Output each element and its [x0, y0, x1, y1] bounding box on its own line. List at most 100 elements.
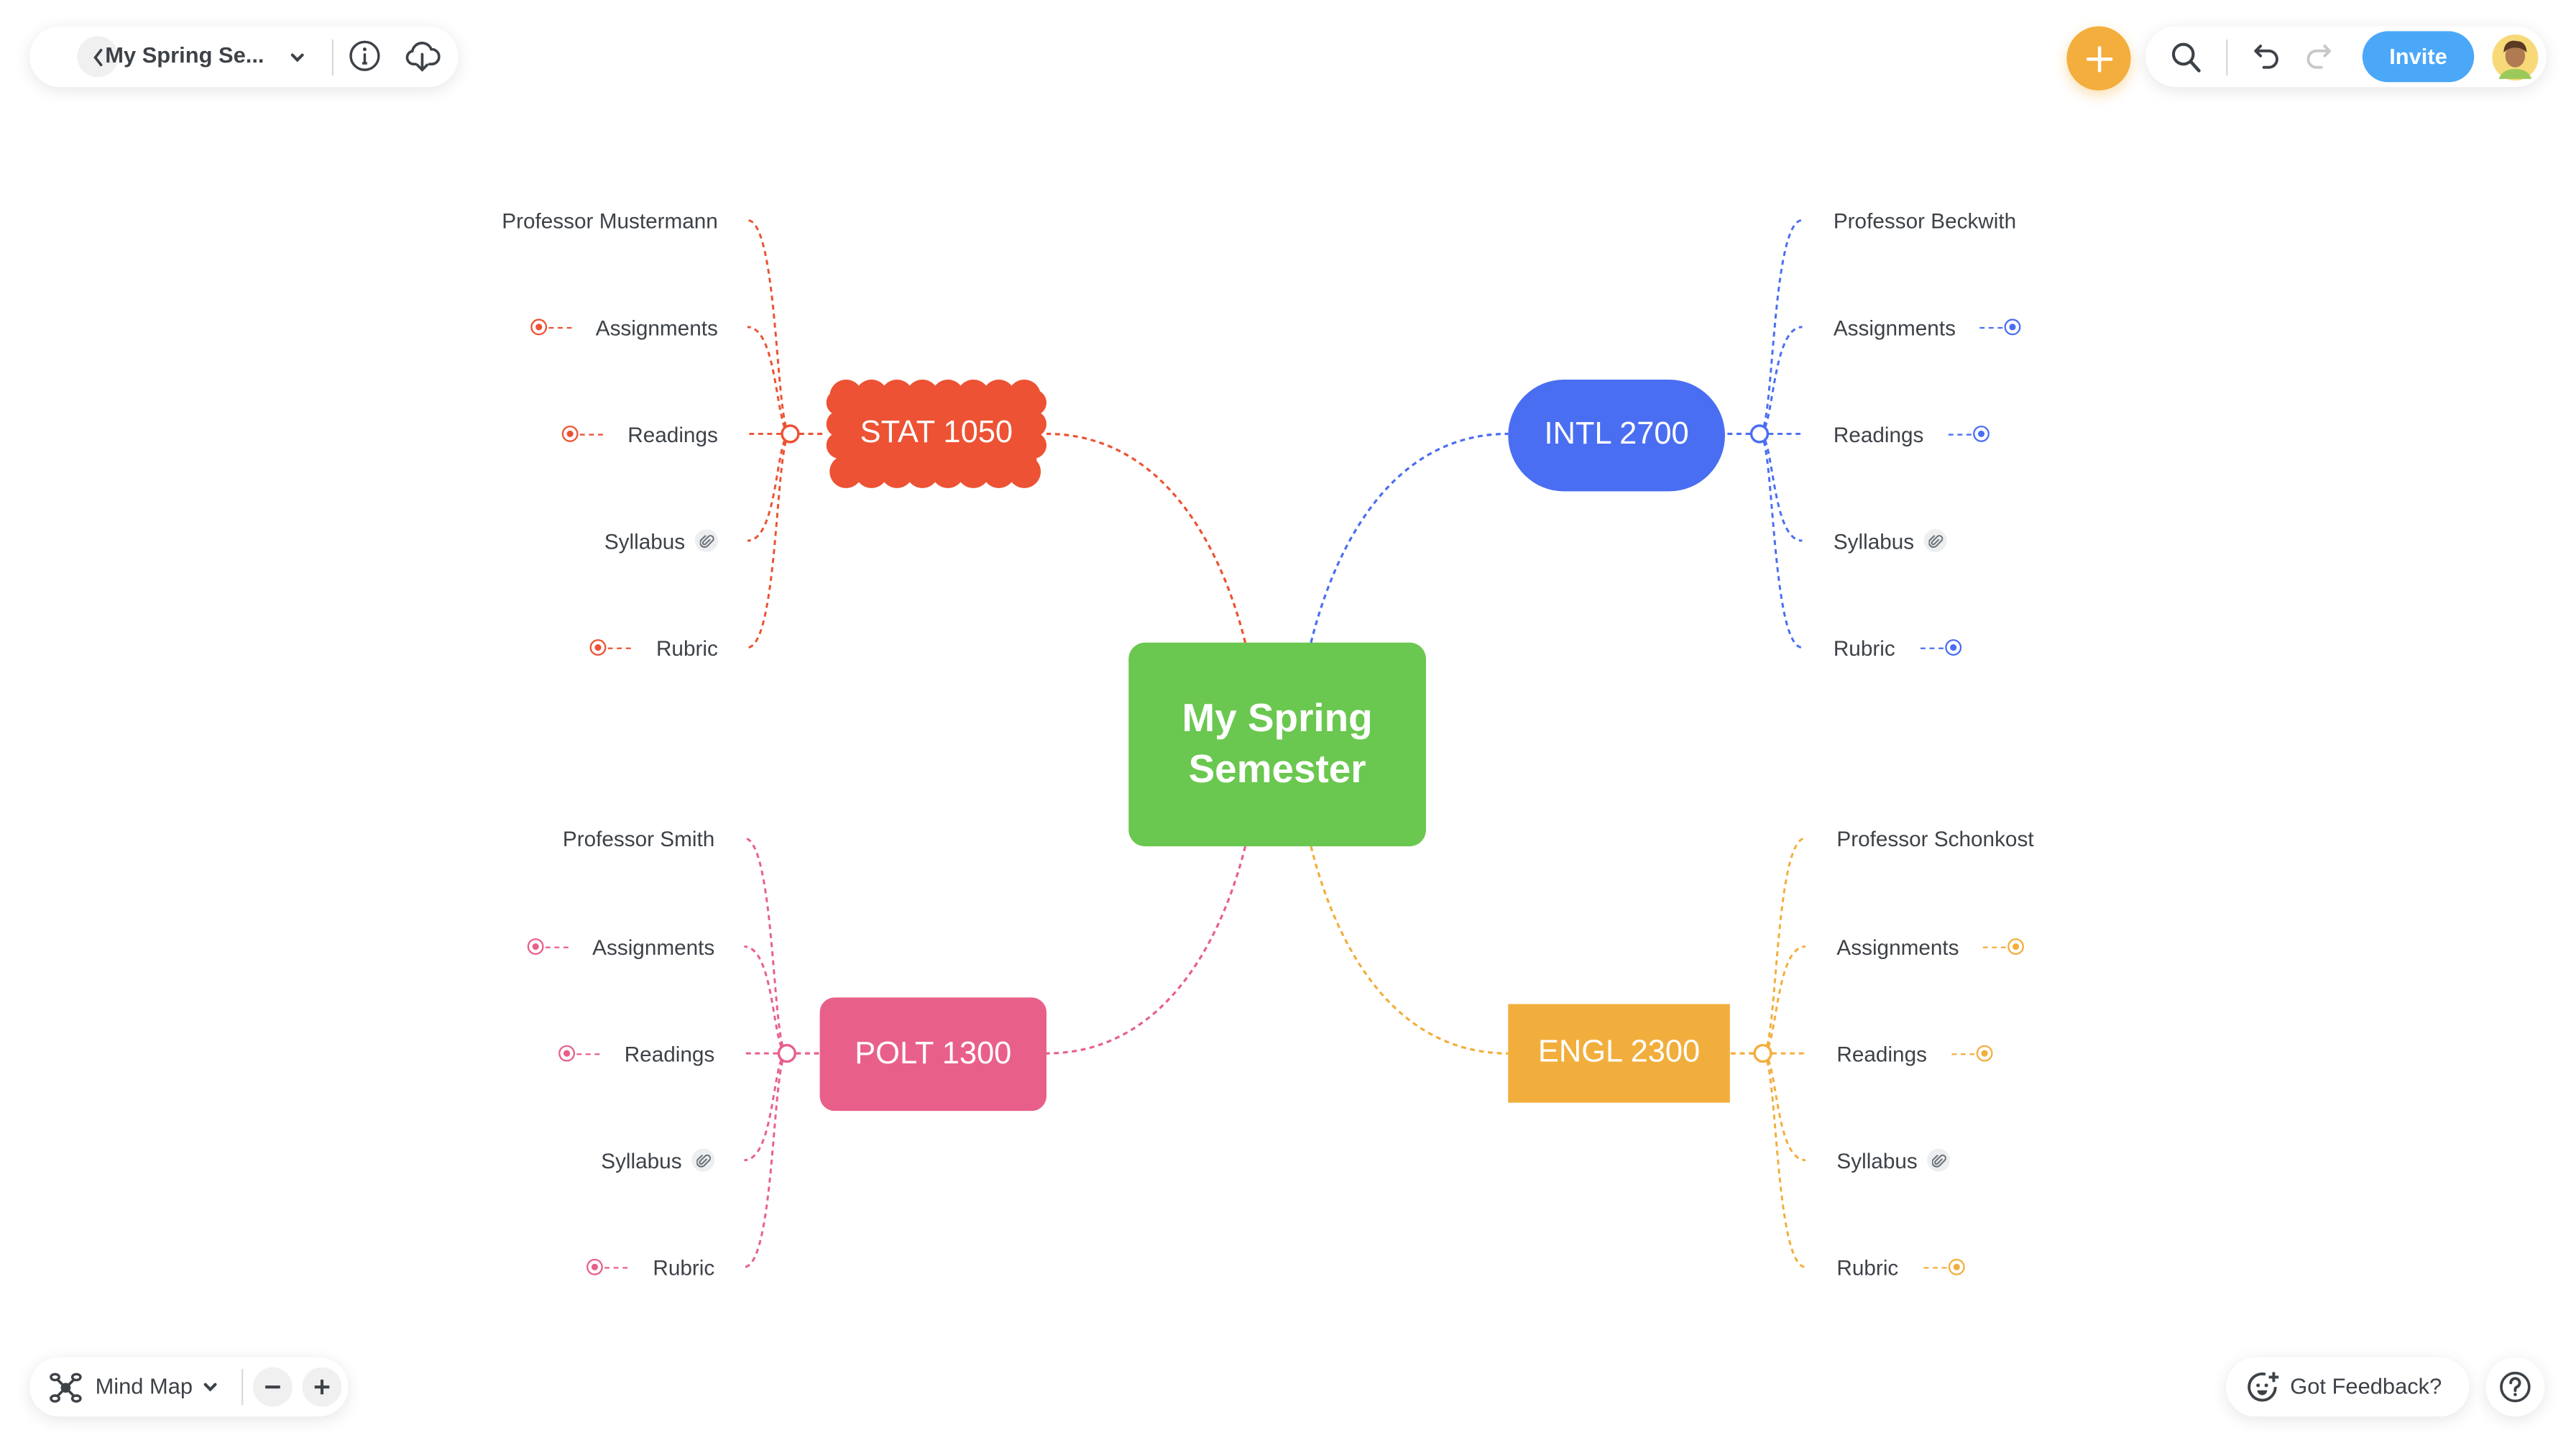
- help-button[interactable]: [2485, 1357, 2545, 1417]
- child-connector: [747, 219, 791, 435]
- target-icon[interactable]: [586, 1258, 630, 1275]
- child-node[interactable]: Assignments: [1834, 312, 2022, 342]
- child-node[interactable]: Assignments: [526, 932, 715, 961]
- child-node[interactable]: Professor Beckwith: [1834, 206, 2016, 235]
- child-connector: [744, 1052, 788, 1268]
- child-connector: [747, 326, 791, 435]
- child-label[interactable]: Readings: [1833, 421, 1924, 446]
- collapse-handle[interactable]: [777, 1043, 796, 1063]
- child-label[interactable]: Readings: [627, 421, 718, 446]
- branch-node[interactable]: [1508, 1004, 1730, 1103]
- branch-connector: [1046, 846, 1247, 1055]
- child-label[interactable]: Rubric: [656, 635, 718, 660]
- invite-button[interactable]: Invite: [2362, 31, 2475, 83]
- child-label[interactable]: Assignments: [1833, 314, 1956, 339]
- root-node-title[interactable]: My Spring Semester: [1182, 697, 1373, 792]
- chevron-down-icon[interactable]: [289, 50, 305, 66]
- child-label[interactable]: Readings: [1836, 1040, 1927, 1066]
- child-label[interactable]: Syllabus: [604, 528, 686, 554]
- chevron-down-icon[interactable]: [202, 1379, 218, 1396]
- target-icon[interactable]: [1921, 1258, 1964, 1275]
- child-label[interactable]: Professor Smith: [562, 825, 715, 851]
- child-node[interactable]: Professor Schonkost: [1836, 823, 2033, 853]
- child-node[interactable]: Rubric: [590, 633, 718, 662]
- mind-map-icon[interactable]: [50, 1373, 83, 1403]
- branch-node[interactable]: [826, 379, 1046, 488]
- root-node[interactable]: [1128, 642, 1426, 847]
- branch-node-title[interactable]: INTL 2700: [1544, 417, 1689, 452]
- child-label[interactable]: Readings: [624, 1040, 715, 1066]
- child-label[interactable]: Rubric: [1833, 635, 1895, 660]
- child-label[interactable]: Assignments: [592, 934, 715, 959]
- attachment-icon[interactable]: [691, 1148, 715, 1172]
- child-node[interactable]: Syllabus: [601, 1145, 715, 1175]
- child-node[interactable]: Readings: [1834, 419, 1990, 449]
- child-node[interactable]: Syllabus: [1834, 526, 1947, 555]
- child-node[interactable]: Readings: [1836, 1039, 1993, 1068]
- info-icon[interactable]: [349, 40, 382, 73]
- plus-icon: [2085, 45, 2112, 72]
- collapse-handle[interactable]: [1753, 1043, 1772, 1063]
- avatar[interactable]: [2490, 33, 2540, 83]
- target-icon[interactable]: [530, 319, 572, 336]
- search-icon[interactable]: [2170, 41, 2203, 74]
- branch-node[interactable]: [1508, 379, 1725, 492]
- document-toolbar: My Spring Se...: [29, 26, 459, 88]
- child-label[interactable]: Syllabus: [1833, 528, 1915, 554]
- child-node[interactable]: Rubric: [1834, 633, 1961, 662]
- child-node[interactable]: Syllabus: [604, 526, 718, 555]
- child-label[interactable]: Professor Beckwith: [1833, 208, 2017, 233]
- child-node[interactable]: Readings: [558, 1039, 714, 1068]
- branch-node[interactable]: [819, 997, 1046, 1112]
- collapse-handle[interactable]: [781, 424, 800, 444]
- target-icon[interactable]: [590, 639, 633, 656]
- branch-connector: [1046, 432, 1247, 643]
- child-label[interactable]: Professor Mustermann: [502, 208, 718, 233]
- child-label[interactable]: Syllabus: [601, 1147, 682, 1173]
- feedback-button[interactable]: Got Feedback?: [2226, 1357, 2470, 1417]
- divider: [2226, 39, 2228, 76]
- attachment-icon[interactable]: [1927, 1148, 1951, 1172]
- target-icon[interactable]: [1979, 319, 2022, 336]
- child-label[interactable]: Assignments: [1836, 934, 1959, 959]
- document-title[interactable]: My Spring Se...: [105, 42, 264, 68]
- child-label[interactable]: Professor Schonkost: [1836, 825, 2034, 851]
- target-icon[interactable]: [1950, 1045, 1993, 1062]
- target-icon[interactable]: [561, 425, 604, 442]
- zoom-out-button[interactable]: [252, 1367, 293, 1407]
- child-node[interactable]: Professor Smith: [563, 823, 714, 853]
- view-mode-label[interactable]: Mind Map: [95, 1373, 193, 1399]
- target-icon[interactable]: [1946, 425, 1990, 442]
- view-toolbar: Mind Map: [29, 1357, 349, 1417]
- attachment-icon[interactable]: [694, 528, 718, 552]
- child-label[interactable]: Rubric: [1836, 1255, 1899, 1280]
- child-node[interactable]: Readings: [561, 419, 718, 449]
- target-icon[interactable]: [1982, 938, 2025, 955]
- child-label[interactable]: Syllabus: [1836, 1147, 1918, 1173]
- child-node[interactable]: Rubric: [586, 1252, 715, 1282]
- child-label[interactable]: Rubric: [653, 1255, 715, 1280]
- child-node[interactable]: Syllabus: [1836, 1145, 1951, 1175]
- zoom-in-button[interactable]: [302, 1367, 342, 1407]
- back-button[interactable]: [77, 36, 119, 78]
- attachment-icon[interactable]: [1923, 528, 1947, 552]
- child-node[interactable]: Rubric: [1836, 1252, 1964, 1282]
- feedback-smiley-icon: [2248, 1372, 2279, 1402]
- target-icon[interactable]: [526, 938, 569, 955]
- undo-icon[interactable]: [2253, 41, 2282, 70]
- child-node[interactable]: Professor Mustermann: [502, 206, 718, 235]
- branch-node-title[interactable]: ENGL 2300: [1537, 1035, 1701, 1070]
- collapse-handle[interactable]: [1749, 424, 1770, 444]
- child-label[interactable]: Assignments: [595, 314, 718, 339]
- branch-node-title[interactable]: STAT 1050: [860, 416, 1013, 451]
- child-node[interactable]: Assignments: [1836, 932, 2025, 961]
- redo-icon[interactable]: [2304, 41, 2333, 70]
- branch-node-title[interactable]: POLT 1300: [855, 1036, 1012, 1071]
- cloud-download-icon[interactable]: [404, 38, 441, 74]
- child-node[interactable]: Assignments: [530, 312, 718, 342]
- target-icon[interactable]: [558, 1045, 601, 1062]
- add-button[interactable]: [2066, 26, 2131, 91]
- child-connector: [744, 1052, 788, 1162]
- target-icon[interactable]: [1918, 639, 1961, 656]
